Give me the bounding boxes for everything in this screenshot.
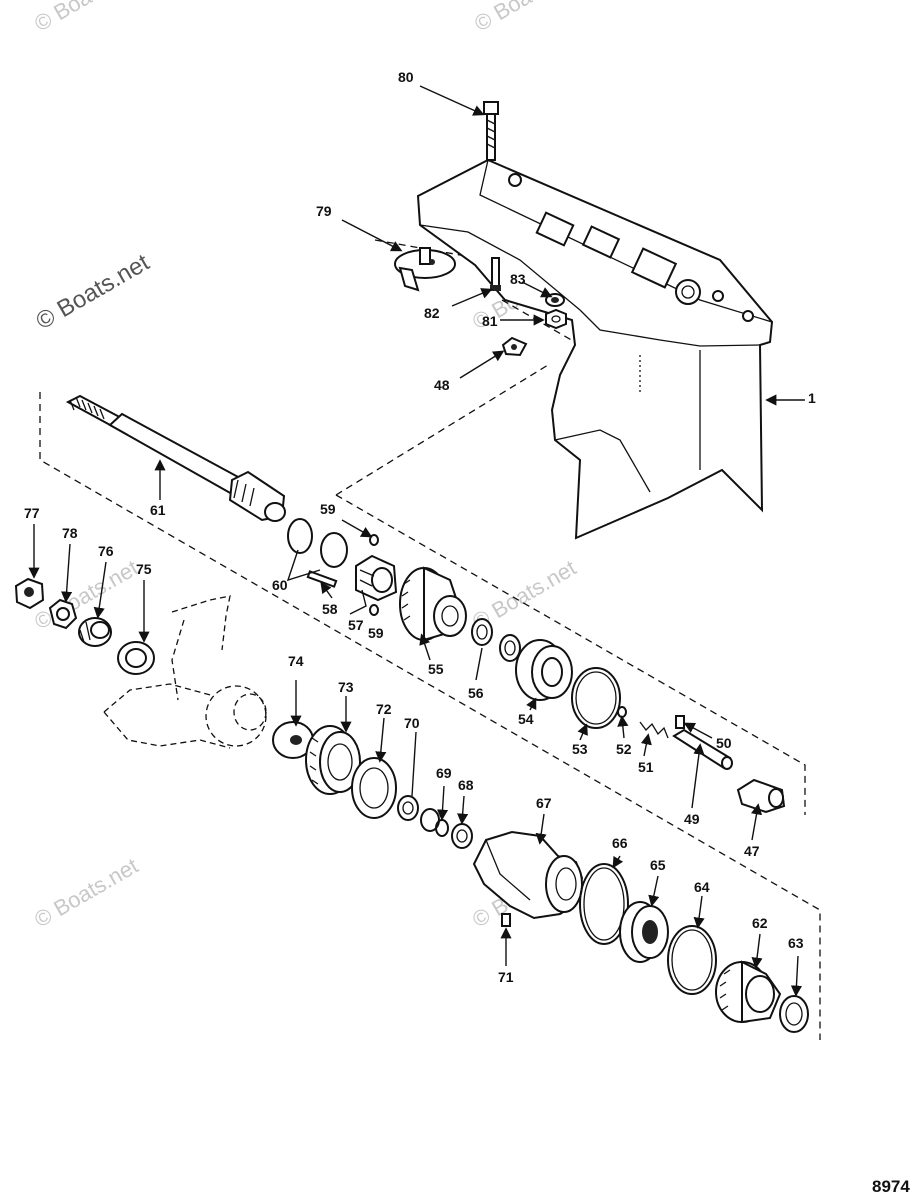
callout-70: 70 — [404, 715, 420, 731]
sliding-clutch — [355, 554, 398, 602]
shim — [667, 925, 717, 995]
callout-75: 75 — [136, 561, 152, 577]
carrier-bearing — [619, 901, 669, 963]
callout-67: 67 — [536, 795, 552, 811]
insert — [501, 336, 528, 357]
callout-65: 65 — [650, 857, 666, 873]
watermark-text: © Boats.net — [30, 0, 142, 36]
callout-76: 76 — [98, 543, 114, 559]
callout-81: 81 — [482, 313, 498, 329]
callout-64: 64 — [694, 879, 710, 895]
callout-74: 74 — [288, 653, 304, 669]
callout-53: 53 — [572, 741, 588, 757]
callout-56: 56 — [468, 685, 484, 701]
callout-1: 1 — [808, 390, 816, 406]
retaining-ring — [397, 795, 419, 821]
callout-50: 50 — [716, 735, 732, 751]
callout-72: 72 — [376, 701, 392, 717]
callout-49: 49 — [684, 811, 700, 827]
callout-71: 71 — [498, 969, 514, 985]
callout-52: 52 — [616, 741, 632, 757]
leader-lines — [28, 85, 805, 997]
callout-68: 68 — [458, 777, 474, 793]
forward-gear — [399, 566, 467, 642]
figure-number: 8974 — [872, 1177, 910, 1196]
callout-79: 79 — [316, 203, 332, 219]
gear-housing — [416, 158, 774, 540]
bolt — [483, 101, 499, 161]
callout-73: 73 — [338, 679, 354, 695]
callout-51: 51 — [638, 759, 654, 775]
callout-59-top: 59 — [320, 501, 336, 517]
needle-bearing — [471, 618, 493, 646]
watermark-text: © Boats.net — [470, 0, 582, 36]
tapered-roller-bearing — [515, 639, 573, 701]
bearing-race — [287, 518, 348, 568]
callout-69: 69 — [436, 765, 452, 781]
callout-62: 62 — [752, 915, 768, 931]
callout-54: 54 — [518, 711, 534, 727]
callout-59-bottom: 59 — [368, 625, 384, 641]
callout-82: 82 — [424, 305, 440, 321]
detent-ball — [369, 604, 379, 616]
bearing-carrier — [472, 830, 584, 920]
callout-60: 60 — [272, 577, 288, 593]
trim-tab — [394, 247, 456, 292]
pin — [675, 715, 685, 729]
ball — [617, 706, 627, 718]
carrier-o-ring — [579, 863, 629, 945]
o-ring — [571, 667, 621, 729]
callout-55: 55 — [428, 661, 444, 677]
carrier-needle-bearing — [451, 823, 473, 849]
retaining-ring — [435, 819, 449, 837]
callout-78: 78 — [62, 525, 78, 541]
screw — [490, 257, 501, 291]
callout-80: 80 — [398, 69, 414, 85]
callout-77: 77 — [24, 505, 40, 521]
seal — [779, 995, 809, 1033]
callout-57: 57 — [348, 617, 364, 633]
callout-63: 63 — [788, 935, 804, 951]
reverse-gear-bearing — [305, 725, 361, 795]
callout-61: 61 — [150, 502, 166, 518]
callout-58: 58 — [322, 601, 338, 617]
propeller — [103, 595, 267, 749]
nut — [545, 308, 567, 330]
alignment-pin — [501, 913, 511, 927]
callout-48: 48 — [434, 377, 450, 393]
callout-47: 47 — [744, 843, 760, 859]
callout-66: 66 — [612, 835, 628, 851]
retainer — [351, 757, 397, 819]
thrust-hub — [78, 617, 112, 647]
cam-follower — [736, 778, 786, 814]
watermark-text: © Boats.net — [30, 853, 142, 932]
needle-bearing — [499, 634, 521, 662]
callout-83: 83 — [510, 271, 526, 287]
callout-labels: 80 79 83 82 81 48 1 61 77 78 76 75 59 60… — [24, 69, 816, 985]
spring — [639, 721, 669, 739]
pinion-gear — [715, 960, 782, 1024]
tab-washer — [48, 598, 78, 630]
detent-ball — [369, 534, 379, 546]
propeller-nut — [14, 577, 45, 610]
continuity-washer — [117, 641, 155, 675]
propeller-shaft — [65, 394, 286, 522]
watermark-text: © Boats.net — [32, 249, 155, 335]
